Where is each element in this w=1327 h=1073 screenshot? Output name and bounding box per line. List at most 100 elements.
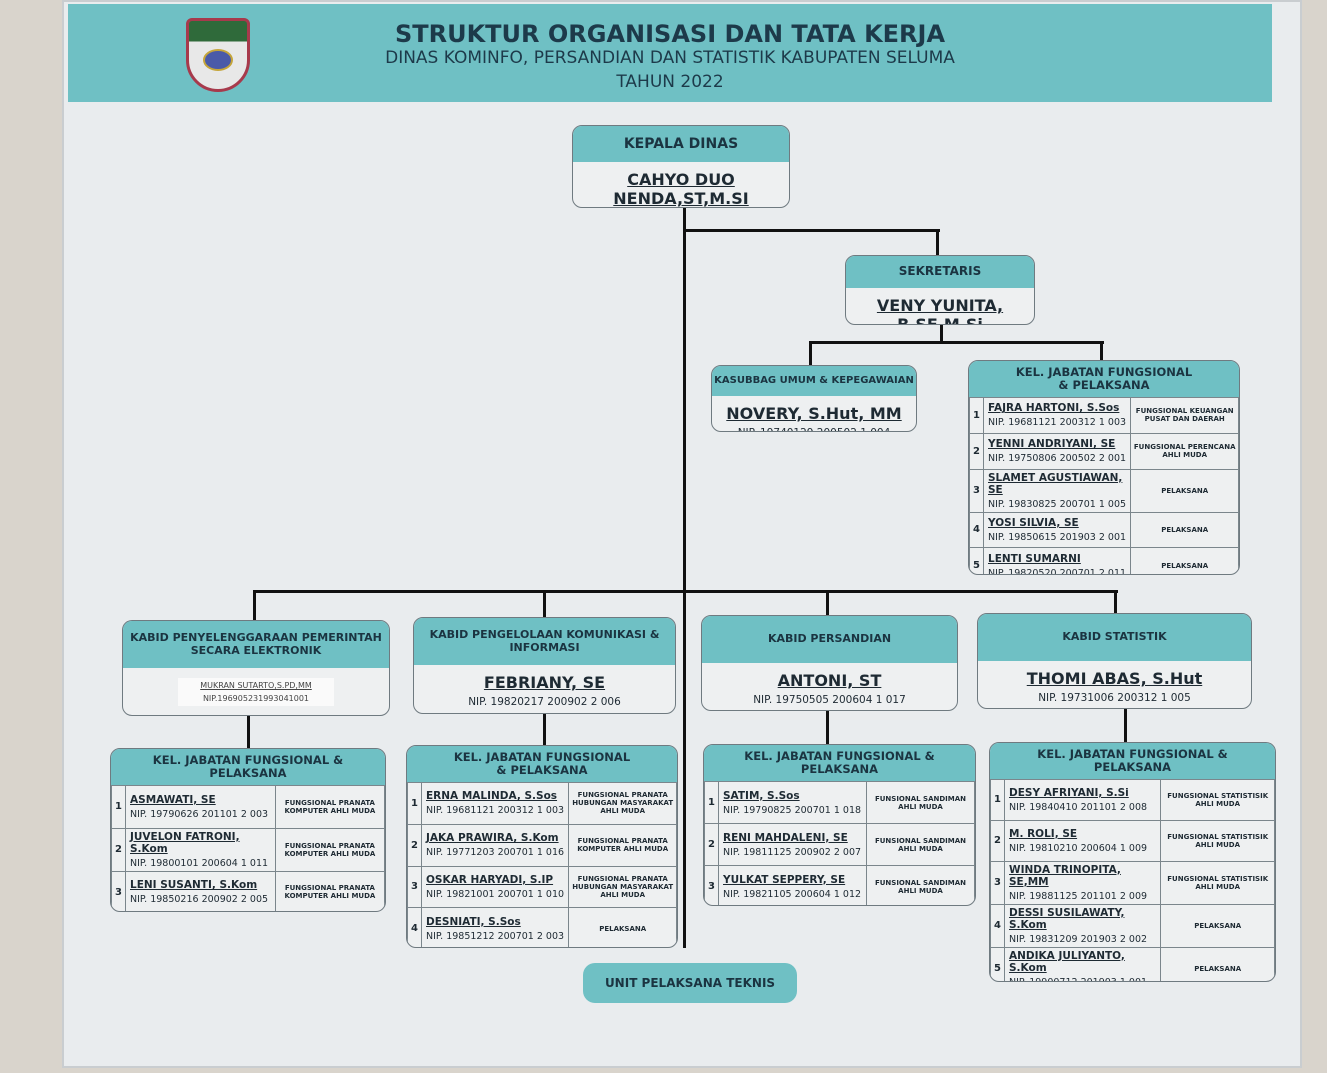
row-number: 5 xyxy=(990,946,1005,981)
connector-line xyxy=(543,714,546,747)
official-nip: NIP. 19750505 200604 1 017 xyxy=(753,694,906,706)
staff-nip: NIP. 19810210 200604 1 009 xyxy=(1009,842,1148,854)
staff-position: PELAKSANA xyxy=(1160,903,1275,948)
connector-line xyxy=(247,716,250,750)
connector-line xyxy=(936,229,939,257)
staff-nip: NIP. 19830825 200701 1 005 xyxy=(988,498,1127,510)
staff-position: FUNGSIONAL STATISTISIK AHLI MUDA xyxy=(1160,819,1275,862)
connector-line xyxy=(809,341,812,366)
kabid-box-4: KABID STATISTIK THOMI ABAS, S.Hut NIP. 1… xyxy=(977,613,1252,709)
staff-nip: NIP. 19750806 200502 2 001 xyxy=(988,453,1127,465)
kasubbag-box: KASUBBAG UMUM & KEPEGAWAIAN NOVERY, S.Hu… xyxy=(711,365,917,432)
staff-name: M. ROLI, SE xyxy=(1009,827,1078,840)
staff-nip: NIP. 19850216 200902 2 005 xyxy=(130,894,269,906)
position-title: KEPALA DINAS xyxy=(573,126,789,162)
staff-name: YOSI SILVIA, SE xyxy=(988,516,1079,529)
official-block: NOVERY, S.Hut, MM NIP. 19740129 200502 1… xyxy=(712,404,916,431)
group-title: KEL. JABATAN FUNGSIONAL & PELAKSANA xyxy=(969,361,1239,397)
staff-position: FUNGSIONAL PRANATA HUBUNGAN MASYARAKAT A… xyxy=(568,782,677,825)
official-block: THOMI ABAS, S.Hut NIP. 19731006 200312 1… xyxy=(978,669,1251,704)
row-number: 2 xyxy=(407,823,422,867)
kabid-box-3: KABID PERSANDIAN ANTONI, ST NIP. 1975050… xyxy=(701,615,958,711)
kabid-box-2: KABID PENGELOLAAN KOMUNIKASI & INFORMASI… xyxy=(413,617,676,714)
connector-line xyxy=(826,590,829,616)
staff-nip: NIP. 19821001 200701 1 010 xyxy=(426,888,565,900)
position-title: KABID PENGELOLAAN KOMUNIKASI & INFORMASI xyxy=(414,618,675,665)
staff-name: WINDA TRINOPITA, SE,MM xyxy=(1009,863,1121,888)
row-number: 1 xyxy=(111,785,126,829)
staff-name: LENI SUSANTI, S.Kom xyxy=(130,879,258,892)
official-nip: NIP. 19731006 200312 1 005 xyxy=(1038,692,1191,704)
row-number: 4 xyxy=(990,903,1005,948)
staff-position: PELAKSANA xyxy=(568,907,677,947)
staff-nip: NIP. 19840410 201101 2 008 xyxy=(1009,801,1148,813)
staff-nip: NIP. 19820520 200701 2 011 xyxy=(988,567,1127,575)
position-title: KABID PENYELENGGARAAN PEMERINTAH SECARA … xyxy=(123,621,389,668)
staff-name: ANDIKA JULIYANTO, S.Kom xyxy=(1009,949,1125,974)
staff-position: FUNGSIONAL PRANATA KOMPUTER AHLI MUDA xyxy=(274,785,385,829)
staff-nip: NIP. 19811125 200902 2 007 xyxy=(723,846,862,858)
staff-row: 4 YOSI SILVIA, SE NIP. 19850615 201903 2 … xyxy=(969,511,1239,549)
position-title: KASUBBAG UMUM & KEPEGAWAIAN xyxy=(712,366,916,396)
staff-name: YULKAT SEPPERY, SE xyxy=(723,873,846,886)
connector-line xyxy=(253,590,256,622)
staff-position: PELAKSANA xyxy=(1160,946,1275,981)
staff-name: JUVELON FATRONI, S.Kom xyxy=(130,830,240,855)
staff-name: ASMAWATI, SE xyxy=(130,793,216,806)
connector-line xyxy=(1114,590,1117,614)
chart-year: TAHUN 2022 xyxy=(616,72,724,92)
kabid-box-1: KABID PENYELENGGARAAN PEMERINTAH SECARA … xyxy=(122,620,390,716)
row-number: 4 xyxy=(969,511,984,549)
staff-position: FUNSIONAL SANDIMAN AHLI MUDA xyxy=(866,823,975,866)
row-number: 3 xyxy=(704,865,719,905)
official-name: CAHYO DUO NENDA,ST,M.SI xyxy=(613,170,749,208)
official-block: VENY YUNITA, B,SE,M.Si NIP. 19800618 200… xyxy=(846,296,1034,324)
staff-nip: NIP. 19881125 201101 2 009 xyxy=(1009,890,1148,902)
row-number: 4 xyxy=(407,907,422,947)
connector-line xyxy=(1124,709,1127,744)
group-title: KEL. JABATAN FUNGSIONAL & PELAKSANA xyxy=(111,749,385,785)
row-number: 3 xyxy=(990,860,1005,905)
staff-nip: NIP. 19851212 200701 2 003 xyxy=(426,930,565,942)
staff-nip: NIP. 19800101 200604 1 011 xyxy=(130,857,269,869)
official-nip: NIP. 19820217 200902 2 006 xyxy=(468,696,621,708)
staff-name: DESY AFRIYANI, S.Si xyxy=(1009,786,1129,799)
kepala-dinas-box: KEPALA DINAS CAHYO DUO NENDA,ST,M.SI NIP… xyxy=(572,125,790,208)
group-title: KEL. JABATAN FUNGSIONAL & PELAKSANA xyxy=(704,745,975,781)
staff-nip: NIP. 19771203 200701 1 016 xyxy=(426,847,565,859)
row-number: 1 xyxy=(990,779,1005,821)
staff-name: DESSI SUSILAWATY, S.Kom xyxy=(1009,906,1125,931)
group-title: KEL. JABATAN FUNGSIONAL & PELAKSANA xyxy=(990,743,1275,779)
connector-line xyxy=(543,590,546,618)
staff-nip: NIP. 19850615 201903 2 001 xyxy=(988,531,1127,543)
row-number: 2 xyxy=(990,819,1005,862)
group-title: KEL. JABATAN FUNGSIONAL & PELAKSANA xyxy=(407,746,677,782)
staff-name: FAJRA HARTONI, S.Sos xyxy=(988,402,1120,415)
row-number: 1 xyxy=(407,782,422,825)
connector-line xyxy=(940,325,943,343)
row-number: 2 xyxy=(704,823,719,866)
staff-position: FUNGSIONAL PRANATA HUBUNGAN MASYARAKAT A… xyxy=(568,865,677,909)
regency-logo-icon xyxy=(186,18,250,92)
connector-line xyxy=(826,711,829,745)
staff-position: FUNGSIONAL STATISTISIK AHLI MUDA xyxy=(1160,779,1275,821)
staff-nip: NIP. 19681121 200312 1 003 xyxy=(426,805,565,817)
connector-line xyxy=(253,590,1118,593)
staff-position: PELAKSANA xyxy=(1130,547,1239,574)
staff-nip: NIP. 19900712 201903 1 001 xyxy=(1009,977,1156,981)
connector-line xyxy=(809,341,1104,344)
row-number: 2 xyxy=(969,432,984,470)
